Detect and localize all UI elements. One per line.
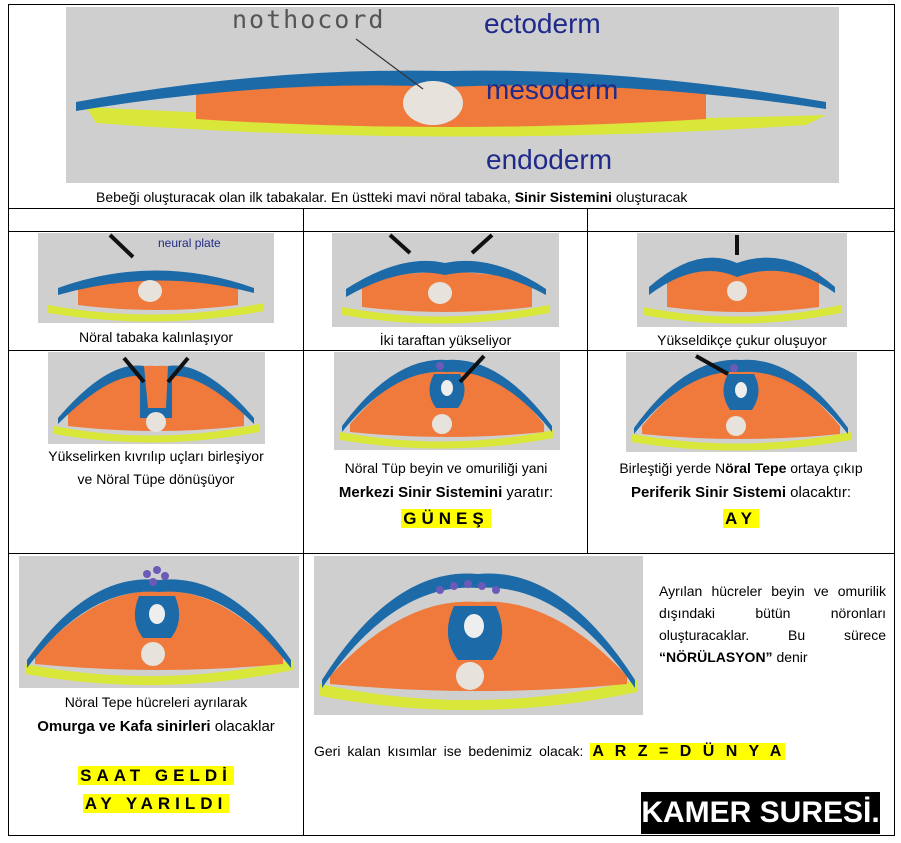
bottom-line: Geri kalan kısımlar ise bedenimiz olacak… bbox=[314, 740, 786, 763]
caption-text-end: oluşturacak bbox=[611, 189, 688, 205]
caption-text: Bebeği oluşturacak olan ilk tabakalar. E… bbox=[96, 189, 515, 205]
photo-stage-4 bbox=[48, 352, 265, 444]
caption-stage-2: İki taraftan yükseliyor bbox=[379, 332, 512, 348]
caption-stage-7-bold: Omurga ve Kafa sinirleri bbox=[37, 718, 211, 735]
bottom-text: Geri kalan kısımlar ise bedenimiz olacak… bbox=[314, 743, 591, 759]
norulation-paragraph: Ayrılan hücreler beyin ve omurilik dışın… bbox=[659, 580, 886, 668]
border-bottom bbox=[8, 835, 894, 836]
border-row1-top bbox=[8, 208, 894, 209]
caption-stage-6-bold2: Periferik Sinir Sistemi bbox=[630, 484, 787, 501]
photo-stage-8 bbox=[314, 556, 643, 715]
label-nothocord: nothocord bbox=[232, 5, 386, 34]
caption-stage-6-hl: AY bbox=[590, 507, 892, 531]
label-neural-plate: neural plate bbox=[158, 236, 221, 250]
caption-stage-7-post: olacaklar bbox=[210, 718, 275, 735]
border-right bbox=[894, 4, 895, 836]
caption-stage-7-l1: Nöral Tepe hücreleri ayrılarak bbox=[64, 694, 248, 710]
caption-stage-5-bold: Merkezi Sinir Sistemini bbox=[338, 484, 503, 501]
border-row2 bbox=[8, 350, 894, 351]
highlight-saat-geldi-row: SAAT GELDİ bbox=[10, 763, 302, 789]
caption-stage-4-l2: ve Nöral Tüpe dönüşüyor bbox=[77, 471, 235, 487]
caption-stage-3: Yükseldikçe çukur oluşuyor bbox=[657, 332, 827, 348]
caption-stage-4-l1: Yükselirken kıvrılıp uçları birleşiyor bbox=[48, 448, 264, 464]
highlight-ay: AY bbox=[722, 509, 760, 528]
highlight-gunes: GÜNEŞ bbox=[401, 509, 491, 528]
highlight-arz-dunya: A R Z = D Ü N Y A bbox=[590, 743, 786, 760]
caption-stage-1: Nöral tabaka kalınlaşıyor bbox=[78, 329, 234, 345]
photo-stage-7 bbox=[19, 556, 299, 688]
caption-stage-5-l2: Merkezi Sinir Sistemini yaratır: bbox=[306, 483, 586, 503]
border-row3 bbox=[8, 553, 894, 554]
photo-stage-5 bbox=[334, 352, 560, 450]
border-row1 bbox=[8, 231, 894, 232]
norulation-text: Ayrılan hücreler beyin ve omurilik dışın… bbox=[659, 583, 886, 643]
photo-stage-6 bbox=[626, 352, 857, 452]
label-ectoderm: ectoderm bbox=[484, 8, 601, 39]
photo-stage-3 bbox=[637, 233, 847, 327]
border-top bbox=[8, 4, 894, 5]
photo-stage-2 bbox=[332, 233, 559, 327]
highlight-ay-yarildi: AY YARILDI bbox=[82, 794, 230, 813]
caption-bold: Sinir Sistemini bbox=[514, 189, 612, 205]
label-mesoderm: mesoderm bbox=[486, 74, 619, 105]
border-row3-col bbox=[303, 553, 304, 836]
norulation-text-end: denir bbox=[772, 649, 808, 665]
border-col2 bbox=[587, 208, 588, 553]
label-endoderm: endoderm bbox=[486, 144, 613, 175]
caption-stage-5-l1: Nöral Tüp beyin ve omuriliği yani bbox=[344, 460, 548, 476]
caption-stage-6-post2: olacaktır: bbox=[786, 484, 852, 501]
caption-stage-5-post: yaratır: bbox=[502, 484, 554, 501]
caption-stage-7-l2: Omurga ve Kafa sinirleri olacaklar bbox=[10, 717, 302, 737]
border-col1 bbox=[303, 208, 304, 553]
caption-stage-6-l2: Periferik Sinir Sistemi olacaktır: bbox=[590, 483, 892, 503]
border-left bbox=[8, 4, 9, 836]
norulation-bold: “NÖRÜLASYON” bbox=[659, 649, 773, 665]
kamer-suresi-banner: KAMER SURESİ. bbox=[641, 792, 880, 834]
header-photo bbox=[66, 7, 839, 183]
caption-stage-6-l1: Birleştiği yerde Nöral Tepe ortaya çıkıp bbox=[590, 458, 892, 478]
caption-stage-6-post1: ortaya çıkıp bbox=[786, 460, 863, 476]
header-caption: Bebeği oluşturacak olan ilk tabakalar. E… bbox=[96, 187, 687, 207]
highlight-saat-geldi: SAAT GELDİ bbox=[78, 766, 234, 785]
highlight-ay-yarildi-row: AY YARILDI bbox=[10, 791, 302, 817]
caption-stage-5-hl: GÜNEŞ bbox=[306, 507, 586, 531]
photo-stage-1 bbox=[38, 233, 274, 323]
caption-stage-6-pre: Birleştiği yerde N bbox=[619, 460, 726, 476]
caption-stage-6-bold1: öral Tepe bbox=[725, 460, 787, 476]
